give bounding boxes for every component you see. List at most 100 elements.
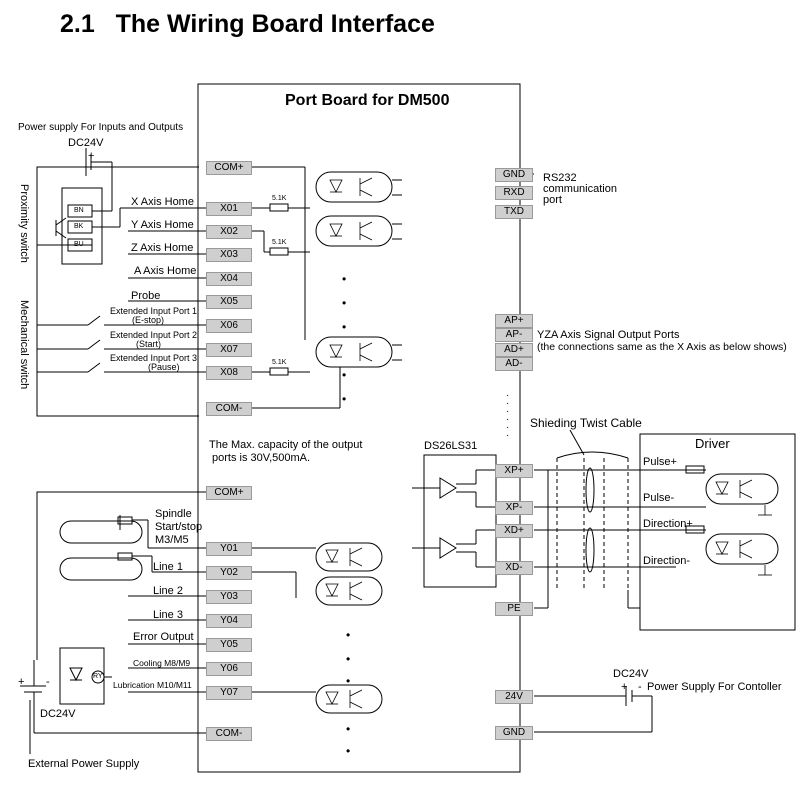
port-x06: X06: [206, 319, 252, 333]
port-xp-minus: XP-: [495, 501, 533, 515]
driver-pulse-minus: Pulse-: [643, 492, 675, 504]
ext-minus-sign: -: [46, 676, 50, 688]
section-heading: 2.1 The Wiring Board Interface: [60, 10, 435, 38]
ext-dc24-label: DC24V: [40, 708, 76, 720]
yza-label: YZA Axis Signal Output Ports: [537, 329, 680, 341]
port-gnd: GND: [495, 168, 533, 182]
port-ap-plus: AP+: [495, 314, 533, 328]
power-dc24-label: DC24V: [68, 137, 104, 149]
prox-pin-bu: BU: [74, 241, 84, 248]
port-pe: PE: [495, 602, 533, 616]
label-m3m5: M3/M5: [155, 534, 189, 546]
port-y07: Y07: [206, 686, 252, 700]
ellipsis-vertical: ······: [506, 390, 510, 441]
port-y03: Y03: [206, 590, 252, 604]
port-x03: X03: [206, 248, 252, 262]
port-gnd-power: GND: [495, 726, 533, 740]
port-y05: Y05: [206, 638, 252, 652]
resistor-label-3: 5.1K: [272, 359, 287, 366]
port-x05: X05: [206, 295, 252, 309]
port-xp-plus: XP+: [495, 464, 533, 478]
label-ext-input-1: Extended Input Port 1: [110, 306, 198, 316]
ellipsis-dot: •: [342, 392, 347, 406]
ellipsis-dot: •: [346, 674, 351, 688]
port-com-plus: COM+: [206, 161, 252, 175]
controller-dc24: DC24V: [613, 668, 649, 680]
label-pause: (Pause): [148, 362, 180, 372]
driver-direction-plus: Direction+: [643, 518, 693, 530]
port-com-minus: COM-: [206, 402, 252, 416]
ellipsis-dot: •: [346, 652, 351, 666]
port-ap-minus: AP-: [495, 328, 533, 342]
output-capacity-line1: The Max. capacity of the output: [209, 439, 363, 451]
label-line3: Line 3: [153, 609, 183, 621]
driver-direction-minus: Direction-: [643, 555, 691, 567]
port-x07: X07: [206, 343, 252, 357]
port-y01: Y01: [206, 542, 252, 556]
cable-label: Shieding Twist Cable: [530, 416, 642, 430]
prox-pin-bn: BN: [74, 207, 84, 214]
rs232-port: port: [543, 194, 562, 206]
rs232-communication: communication: [543, 183, 617, 195]
rs232-label: RS232: [543, 172, 577, 184]
port-out-com-plus: COM+: [206, 486, 252, 500]
label-ext-input-2: Extended Input Port 2: [110, 330, 198, 340]
label-spindle: Spindle: [155, 508, 192, 520]
port-24v: 24V: [495, 690, 533, 704]
label-y-axis-home: Y Axis Home: [131, 219, 194, 231]
ellipsis-dot: •: [346, 744, 351, 758]
proximity-switch-label: Proximity switch: [18, 184, 30, 263]
driver-pulse-plus: Pulse+: [643, 456, 677, 468]
ellipsis-dot: •: [346, 628, 351, 642]
port-txd: TXD: [495, 205, 533, 219]
ext-power-label: External Power Supply: [28, 758, 140, 770]
controller-minus: -: [638, 681, 642, 693]
port-xd-plus: XD+: [495, 524, 533, 538]
resistor-label-1: 5.1K: [272, 195, 287, 202]
power-plus-sign: +: [88, 150, 95, 162]
yza-note: (the connections same as the X Axis as b…: [537, 341, 787, 353]
driver-title: Driver: [695, 436, 730, 451]
label-z-axis-home: Z Axis Home: [131, 242, 194, 254]
label-ext-input-3: Extended Input Port 3: [110, 353, 198, 363]
label-lubrication: Lubrication M10/M11: [113, 680, 192, 690]
port-ad-minus: AD-: [495, 357, 533, 371]
port-xd-minus: XD-: [495, 561, 533, 575]
board-outline: [197, 83, 521, 773]
mechanical-switch-label: Mechanical switch: [18, 300, 30, 390]
port-x02: X02: [206, 225, 252, 239]
controller-plus: +: [621, 681, 628, 693]
prox-pin-bk: BK: [74, 223, 84, 230]
label-cooling: Cooling M8/M9: [133, 658, 191, 668]
port-x08: X08: [206, 366, 252, 380]
resistor-label-2: 5.1K: [272, 239, 287, 246]
port-out-com-minus: COM-: [206, 727, 252, 741]
output-capacity-line2: ports is 30V,500mA.: [212, 452, 311, 464]
ext-plus-sign: +: [18, 676, 25, 688]
ellipsis-dot: •: [342, 296, 347, 310]
ellipsis-dot: •: [342, 272, 347, 286]
relay-ry-label: RY: [93, 673, 103, 680]
label-start-stop: Start/stop: [155, 521, 203, 533]
label-probe: Probe: [131, 290, 161, 302]
port-y06: Y06: [206, 662, 252, 676]
port-x04: X04: [206, 272, 252, 286]
ellipsis-dot: •: [342, 320, 347, 334]
port-rxd: RXD: [495, 186, 533, 200]
board-title: Port Board for DM500: [285, 92, 450, 109]
label-a-axis-home: A Axis Home: [134, 265, 197, 277]
port-ad-plus: AD+: [495, 343, 533, 357]
label-estop: (E-stop): [132, 315, 165, 325]
port-y02: Y02: [206, 566, 252, 580]
port-y04: Y04: [206, 614, 252, 628]
label-start: (Start): [136, 339, 162, 349]
label-x-axis-home: X Axis Home: [131, 196, 194, 208]
chip-label: DS26LS31: [424, 440, 478, 452]
port-x01: X01: [206, 202, 252, 216]
controller-power-label: Power Supply For Contoller: [647, 681, 782, 693]
ellipsis-dot: •: [346, 722, 351, 736]
label-line2: Line 2: [153, 585, 183, 597]
power-inputs-label: Power supply For Inputs and Outputs: [18, 122, 184, 133]
label-error-output: Error Output: [133, 631, 194, 643]
